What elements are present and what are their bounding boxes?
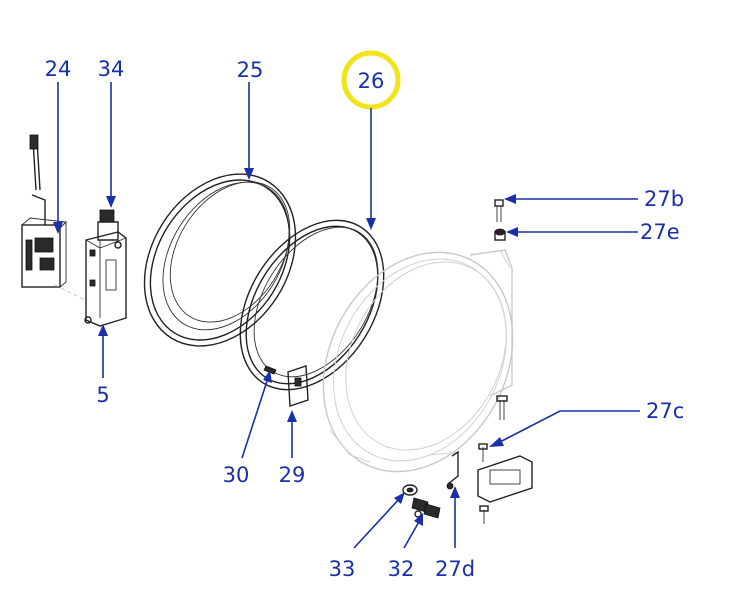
part-27b-bolt [494, 199, 504, 222]
part-26-inner-ring [239, 219, 385, 391]
callout-33: 33 [329, 557, 356, 581]
callout-27b: 27b [644, 187, 684, 211]
callout-26: 26 [358, 69, 385, 93]
part-32-fastener [411, 497, 441, 519]
part-25-outer-ring [143, 173, 297, 347]
part-27d-hinge-pin [446, 450, 459, 490]
callout-29: 29 [279, 463, 306, 487]
callout-34: 34 [98, 57, 125, 81]
part-5-bracket [84, 231, 127, 327]
callout-26-highlight [341, 50, 401, 110]
callout-27c: 27c [646, 399, 684, 423]
part-29-hinge-plate [287, 365, 309, 407]
leader-lines [53, 82, 640, 549]
callout-27d: 27d [435, 557, 475, 581]
callout-24: 24 [45, 57, 72, 81]
callout-30: 30 [223, 463, 250, 487]
callout-25: 25 [237, 58, 264, 82]
callout-27e: 27e [640, 220, 680, 244]
part-24-door-lock [21, 134, 86, 301]
part-27c-hinge-assembly [477, 395, 533, 524]
door-frame [322, 249, 514, 473]
callout-32: 32 [388, 557, 415, 581]
callout-5: 5 [96, 383, 109, 407]
part-27e-bushing [494, 228, 506, 241]
callout-labels: 24 34 25 26 27b 27e 27c 5 30 29 33 32 27… [45, 57, 685, 581]
part-33-clip [402, 484, 418, 496]
